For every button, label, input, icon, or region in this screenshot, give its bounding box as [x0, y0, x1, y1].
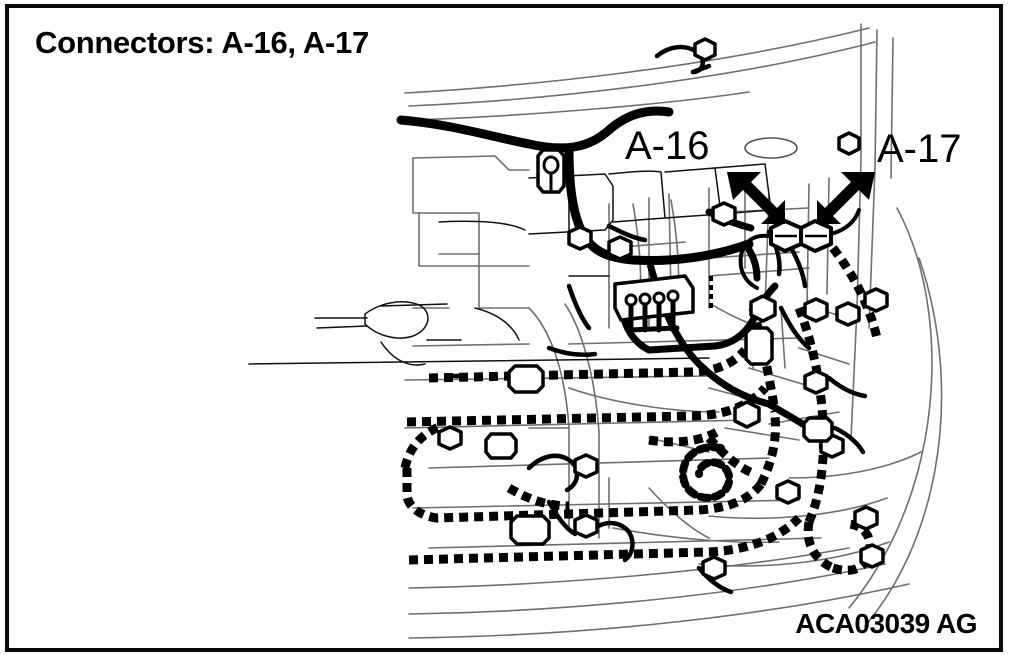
page-title: Connectors: A-16, A-17: [35, 25, 369, 60]
callout-arrows: [727, 172, 875, 224]
harness-main-upper: [396, 106, 754, 265]
body-outline-group: [404, 23, 943, 639]
arrow-a16: [727, 172, 785, 224]
engine-compartment-diagram: [248, 23, 943, 639]
figure-frame: Connectors: A-16, A-17: [5, 4, 1003, 652]
cowl-hole: [744, 137, 798, 159]
dotted-marks: [709, 276, 713, 308]
figure-id-label: ACA03039 AG: [795, 608, 977, 639]
arrow-a17: [817, 172, 875, 224]
callout-label-a16: A-16: [625, 124, 710, 168]
target-connector-pair: [769, 219, 833, 253]
callout-label-a17: A-17: [877, 127, 962, 171]
grommet-detail: [542, 155, 560, 192]
structure-outline-group: [248, 163, 772, 366]
harness-spiral: [678, 443, 734, 502]
multi-pin-connector: [613, 274, 695, 333]
connector-nodes: [437, 37, 889, 581]
wire-branches: [450, 44, 868, 595]
target-connector-leads: [738, 208, 861, 290]
